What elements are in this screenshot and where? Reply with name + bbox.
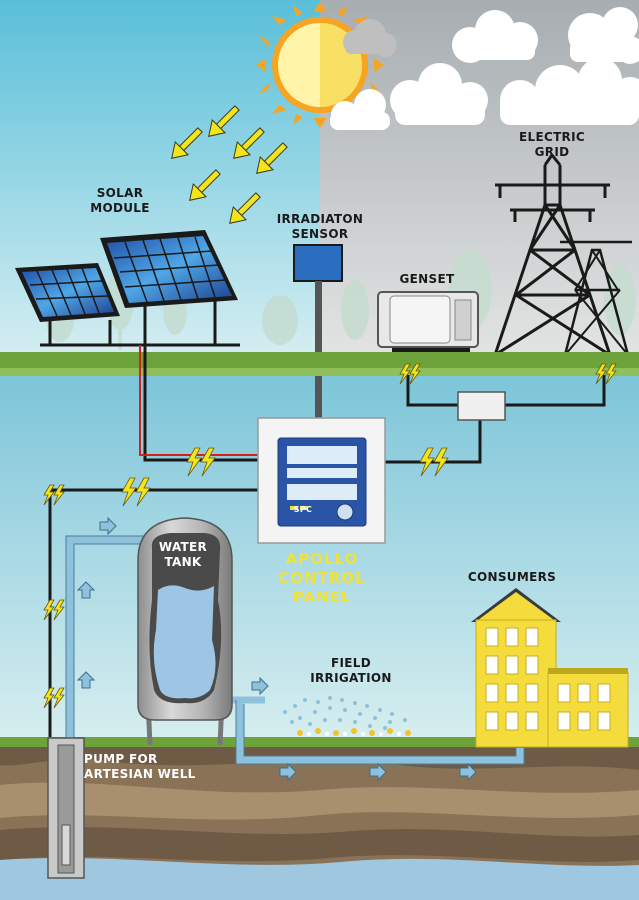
solar-module-label: SOLAR MODULE [80, 186, 160, 216]
grass-strip-edge [0, 368, 639, 376]
consumer-building [471, 588, 629, 748]
solar-module [15, 230, 240, 347]
water-tank-label-line1: WATER [158, 540, 208, 554]
genset-label: GENSET [399, 272, 455, 286]
water-tank [137, 517, 233, 746]
pump-label: PUMP FOR ARTESIAN WELL [84, 752, 214, 782]
irradiation-sensor-label: IRRADIATON SENSOR [270, 212, 370, 242]
switch-box [457, 391, 506, 421]
control-panel [257, 417, 386, 544]
water-tank-label: WATER TANK [148, 540, 218, 570]
control-panel-label-line2: CONTROL [278, 569, 366, 587]
ground-layers [0, 737, 639, 900]
water-tank-label-line2: TANK [164, 555, 202, 569]
electric-grid-label: ELECTRIC GRID [512, 130, 592, 160]
irradiation-sensor [293, 244, 343, 421]
solar-module-label-line1: SOLAR [96, 186, 144, 200]
control-panel-label: APOLLO CONTROL PANEL [262, 550, 382, 607]
irradiation-sensor-label-line1: IRRADIATON [276, 212, 364, 226]
irrigation-spray [283, 696, 407, 730]
field-irrigation-label-line1: FIELD [331, 656, 371, 670]
panel-brand-text: SPC [293, 505, 313, 514]
flowers [297, 728, 411, 736]
genset [377, 291, 479, 357]
field-irrigation-label: FIELD IRRIGATION [296, 656, 406, 686]
electric-grid-label-line2: GRID [534, 145, 570, 159]
water-pipes-outline [65, 535, 525, 765]
electric-grid-label-line1: ELECTRIC [519, 130, 585, 144]
consumers-label: CONSUMERS [467, 570, 557, 584]
cloud-icon [330, 7, 639, 130]
solar-module-label-line2: MODULE [90, 201, 150, 215]
control-panel-label-line3: PANEL [292, 588, 352, 606]
field-irrigation-label-line2: IRRIGATION [310, 671, 392, 685]
flow-arrows [76, 516, 477, 782]
pump-label-line1: PUMP FOR [84, 752, 158, 766]
control-panel-label-line1: APOLLO [285, 550, 359, 568]
lightning-icons [43, 363, 617, 709]
sunlight-arrows [171, 105, 288, 224]
artesian-well-pump [47, 737, 85, 879]
irradiation-sensor-label-line2: SENSOR [291, 227, 349, 241]
pump-label-line2: ARTESIAN WELL [84, 767, 196, 781]
